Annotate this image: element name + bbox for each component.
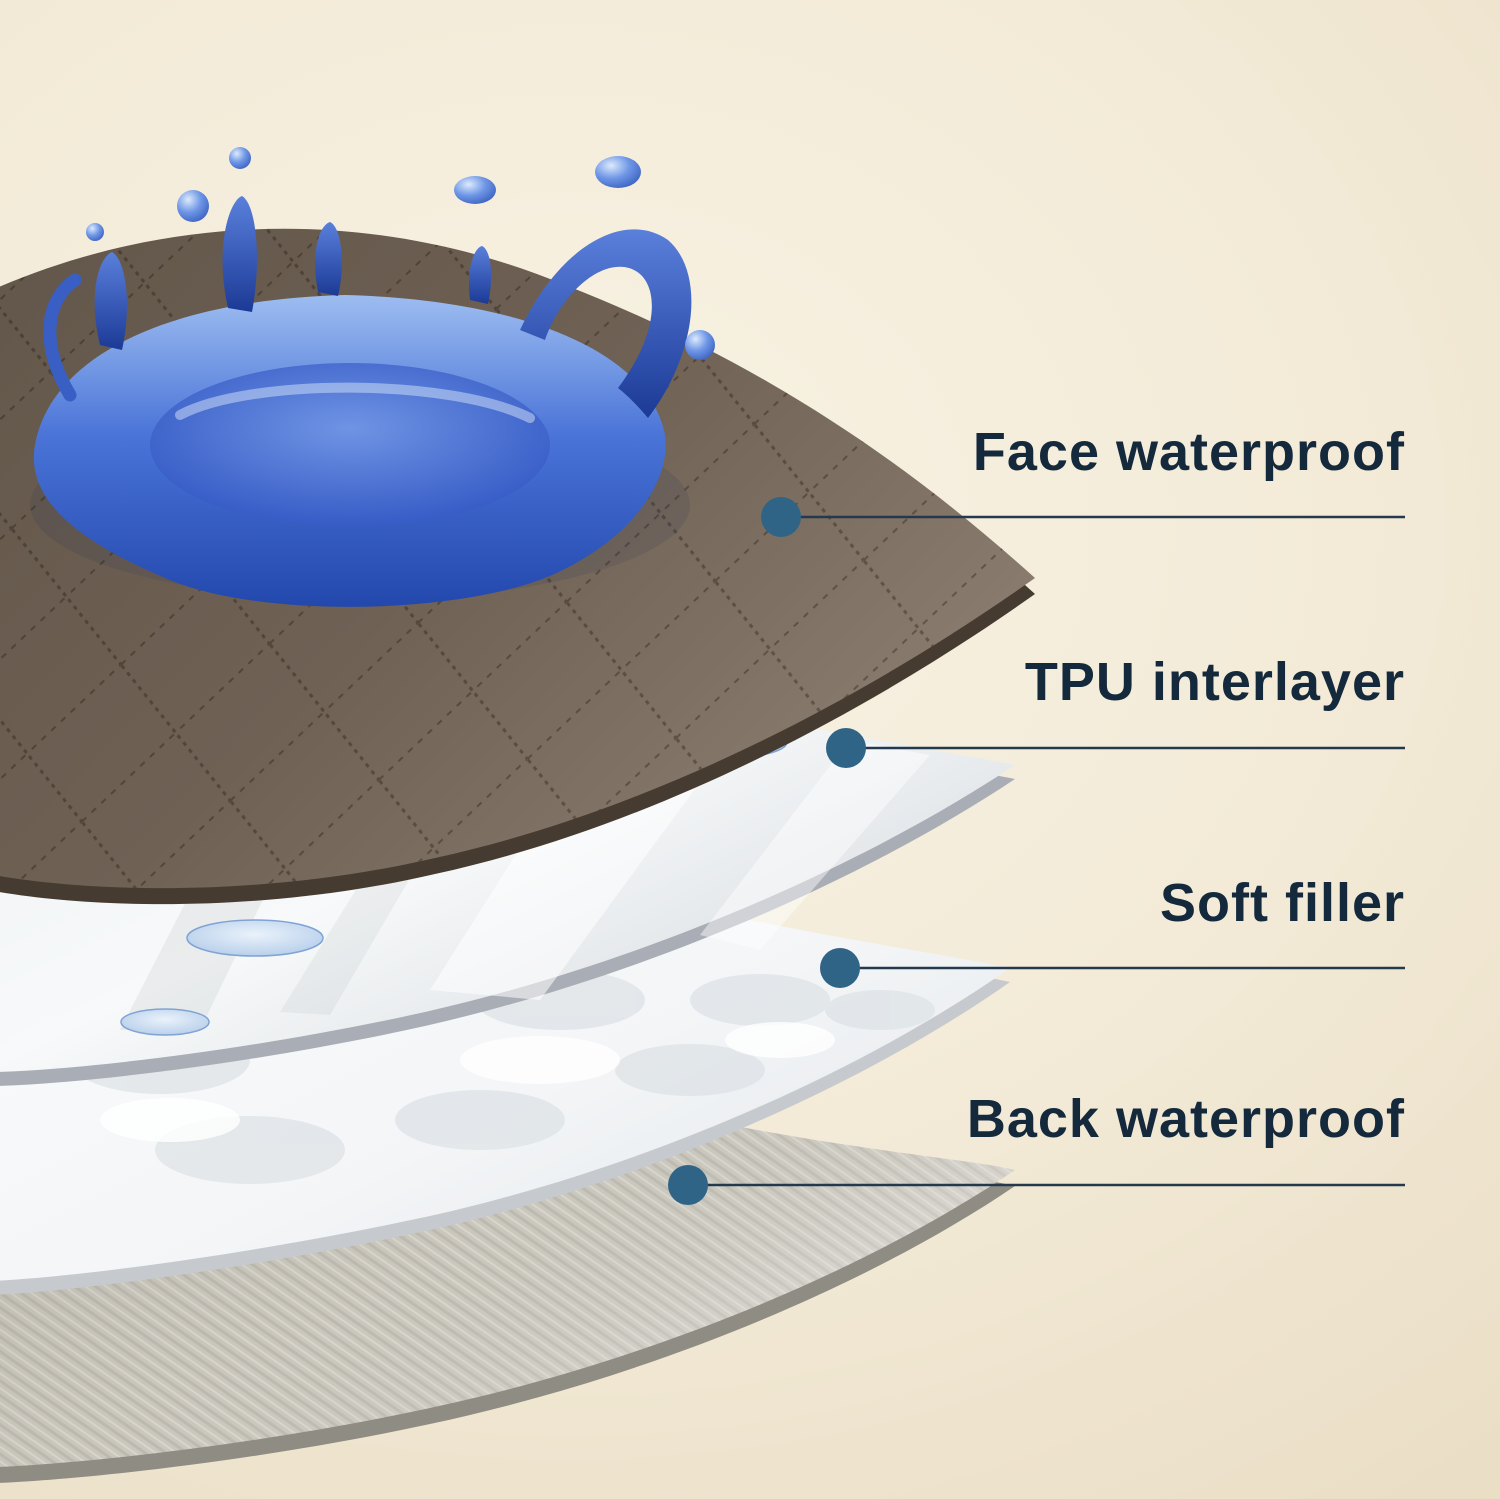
label-tpu-interlayer: TPU interlayer bbox=[1024, 652, 1405, 712]
splash-pool-highlight bbox=[175, 382, 535, 423]
face-leader-dot bbox=[761, 497, 801, 537]
tpu-leader-dot bbox=[826, 728, 866, 768]
label-soft-filler: Soft filler bbox=[1159, 873, 1405, 933]
splash-left-tendril bbox=[43, 273, 82, 402]
splash-droplets bbox=[86, 147, 715, 360]
label-back-waterproof: Back waterproof bbox=[966, 1089, 1405, 1149]
filler-leader-dot bbox=[820, 948, 860, 988]
back-leader-dot bbox=[668, 1165, 708, 1205]
label-face-waterproof: Face waterproof bbox=[972, 422, 1405, 482]
water-splash-icon bbox=[30, 147, 715, 607]
annotation-leaders bbox=[668, 497, 1405, 1205]
splash-crown-spikes bbox=[94, 196, 692, 418]
splash-pool bbox=[150, 363, 550, 527]
